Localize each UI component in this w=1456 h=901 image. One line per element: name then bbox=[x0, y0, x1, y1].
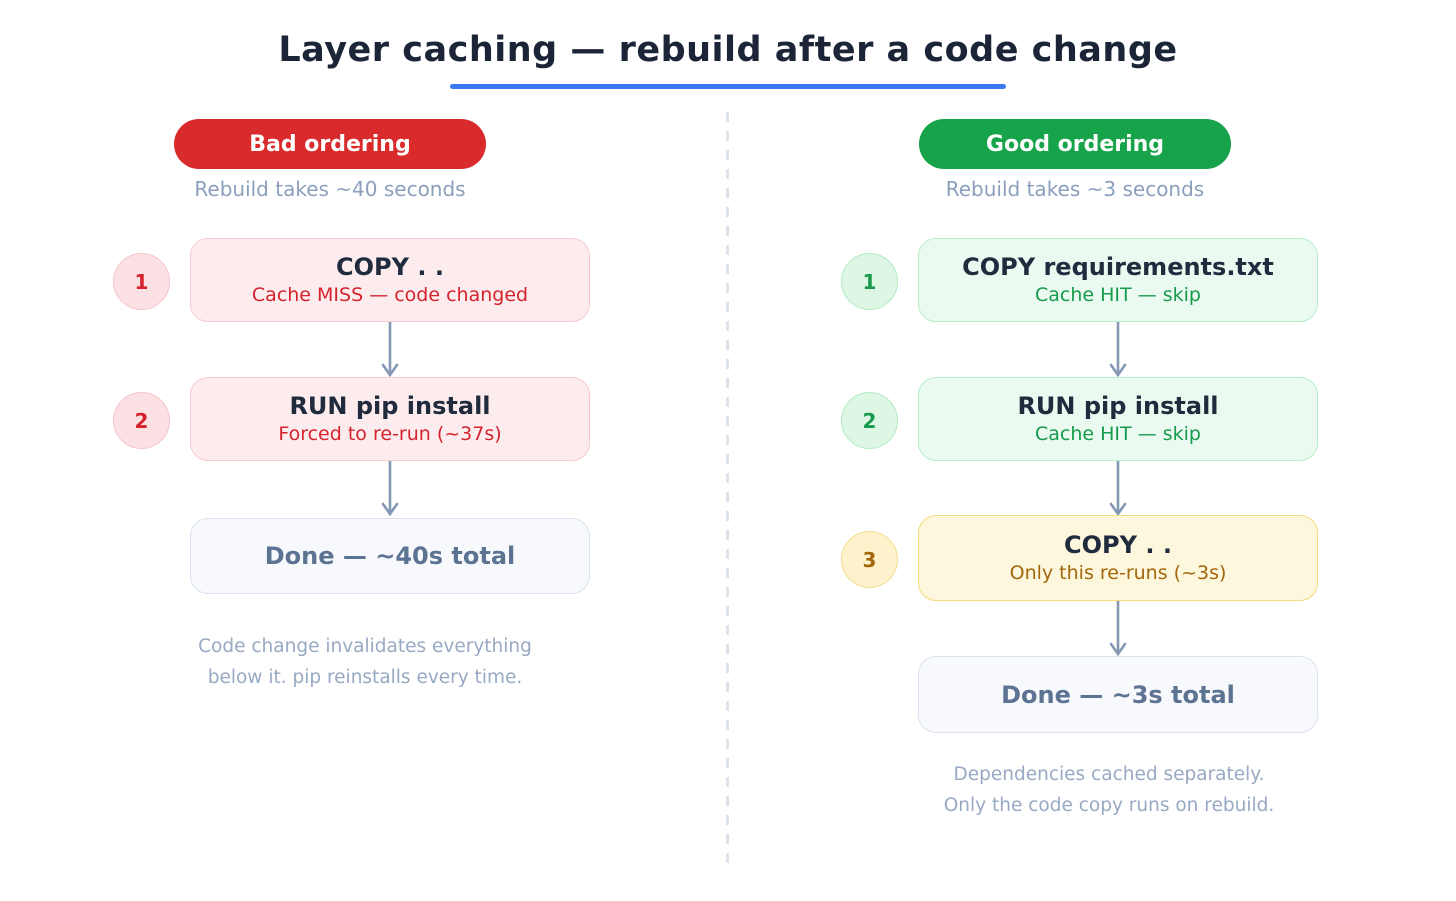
good-footnote-line1: Dependencies cached separately. bbox=[953, 764, 1265, 785]
good-footnote: Dependencies cached separately. Only the… bbox=[859, 759, 1359, 821]
good-step-3-title: COPY . . bbox=[1064, 530, 1172, 559]
bad-step-2-title: RUN pip install bbox=[289, 391, 491, 420]
arrow-down-icon bbox=[1109, 322, 1127, 378]
good-step-1-box: COPY requirements.txt Cache HIT — skip bbox=[918, 238, 1318, 322]
bad-footnote: Code change invalidates everything below… bbox=[140, 631, 590, 693]
bad-step-1-box: COPY . . Cache MISS — code changed bbox=[190, 238, 590, 322]
good-step-3-box: COPY . . Only this re-runs (~3s) bbox=[918, 515, 1318, 601]
arrow-down-icon bbox=[1109, 461, 1127, 517]
arrow-down-icon bbox=[381, 322, 399, 378]
good-step-2-number: 2 bbox=[841, 392, 898, 449]
good-done-box: Done — ~3s total bbox=[918, 656, 1318, 733]
good-step-2-title: RUN pip install bbox=[1017, 391, 1219, 420]
good-step-3-number: 3 bbox=[841, 531, 898, 588]
arrow-down-icon bbox=[381, 461, 399, 517]
bad-footnote-line2: below it. pip reinstalls every time. bbox=[207, 667, 523, 688]
good-step-2-box: RUN pip install Cache HIT — skip bbox=[918, 377, 1318, 461]
bad-footnote-line1: Code change invalidates everything bbox=[198, 636, 532, 657]
good-done-label: Done — ~3s total bbox=[1001, 680, 1235, 709]
good-footnote-line2: Only the code copy runs on rebuild. bbox=[943, 795, 1275, 816]
arrow-down-icon bbox=[1109, 601, 1127, 657]
column-divider bbox=[726, 112, 729, 868]
bad-step-1-title: COPY . . bbox=[336, 252, 444, 281]
good-ordering-badge: Good ordering bbox=[919, 119, 1231, 169]
good-ordering-subtitle: Rebuild takes ~3 seconds bbox=[945, 177, 1205, 201]
good-step-2-detail: Cache HIT — skip bbox=[1035, 423, 1201, 446]
page-title: Layer caching — rebuild after a code cha… bbox=[278, 30, 1178, 70]
title-underline bbox=[450, 84, 1006, 89]
good-step-1-detail: Cache HIT — skip bbox=[1035, 284, 1201, 307]
bad-done-box: Done — ~40s total bbox=[190, 518, 590, 594]
good-step-1-number: 1 bbox=[841, 253, 898, 310]
bad-done-label: Done — ~40s total bbox=[264, 542, 516, 570]
bad-step-2-detail: Forced to re-run (~37s) bbox=[278, 423, 502, 446]
bad-step-1-number: 1 bbox=[113, 253, 170, 310]
bad-ordering-badge: Bad ordering bbox=[174, 119, 486, 169]
good-step-1-title: COPY requirements.txt bbox=[962, 252, 1274, 281]
bad-step-2-number: 2 bbox=[113, 392, 170, 449]
good-step-3-detail: Only this re-runs (~3s) bbox=[1009, 562, 1227, 585]
bad-step-2-box: RUN pip install Forced to re-run (~37s) bbox=[190, 377, 590, 461]
bad-ordering-subtitle: Rebuild takes ~40 seconds bbox=[194, 177, 466, 201]
bad-step-1-detail: Cache MISS — code changed bbox=[251, 284, 529, 307]
